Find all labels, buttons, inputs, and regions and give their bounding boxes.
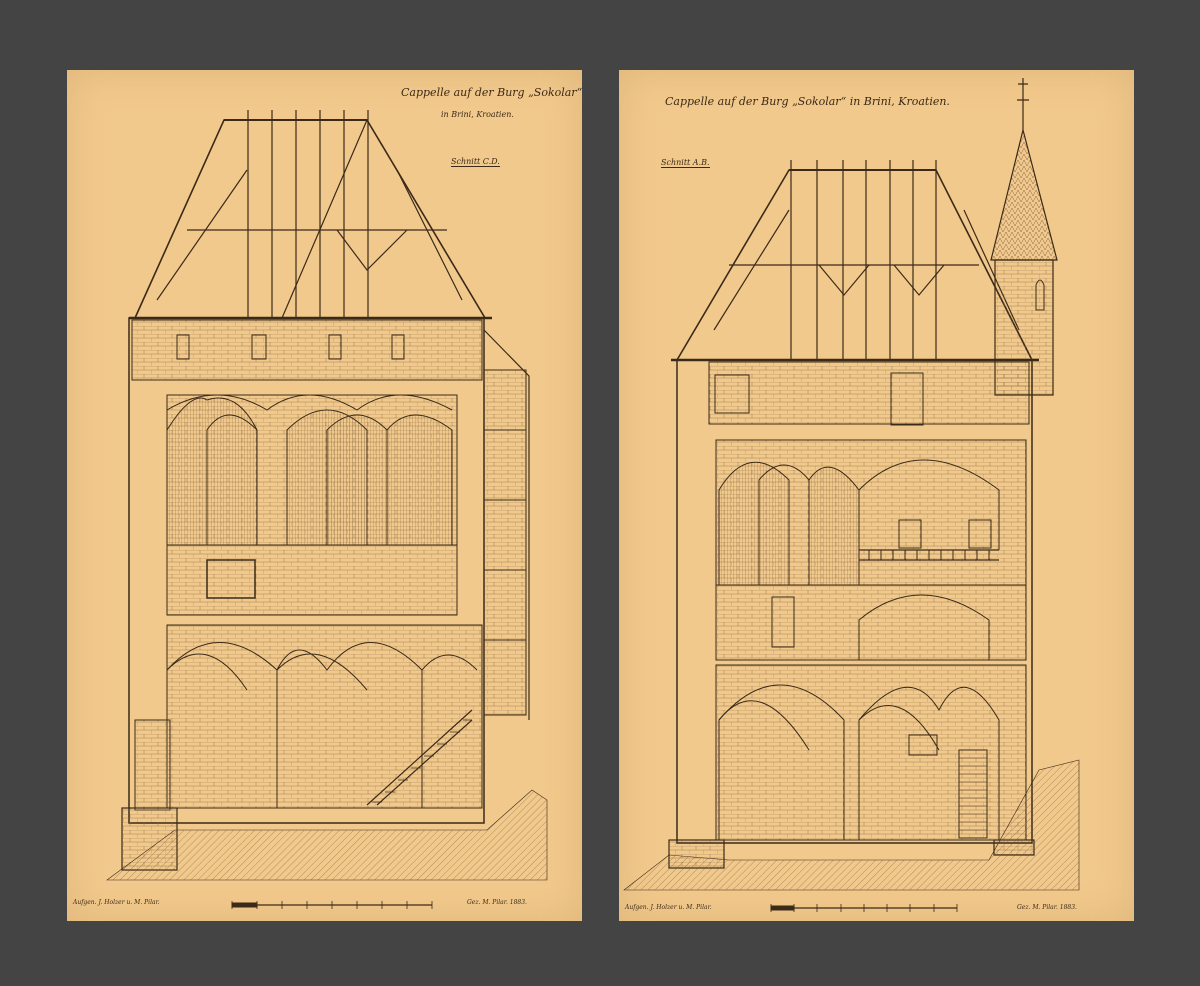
footer-surveyors: Aufgen. J. Holzer u. M. Pilar. [73,899,160,906]
sheet-title: Cappelle auf der Burg „Sokolar“ [401,86,583,99]
section-label: Schnitt A.B. [661,158,710,168]
footer-drawn-by: Gez. M. Pilar. 1883. [1017,904,1077,911]
drawing-sheet-right: Cappelle auf der Burg „Sokolar“ in Brini… [619,70,1134,921]
section-cd-drawing [106,110,548,909]
sheet-title: Cappelle auf der Burg „Sokolar“ in Brini… [665,95,950,108]
footer-drawn-by: Gez. M. Pilar. 1883. [467,899,527,906]
section-label: Schnitt C.D. [451,157,500,167]
footer-surveyors: Aufgen. J. Holzer u. M. Pilar. [625,904,712,911]
drawing-sheet-left: Cappelle auf der Burg „Sokolar“ in Brini… [67,70,582,921]
section-ab-drawing [623,78,1080,912]
sheet-subtitle: in Brini, Kroatien. [441,110,514,119]
